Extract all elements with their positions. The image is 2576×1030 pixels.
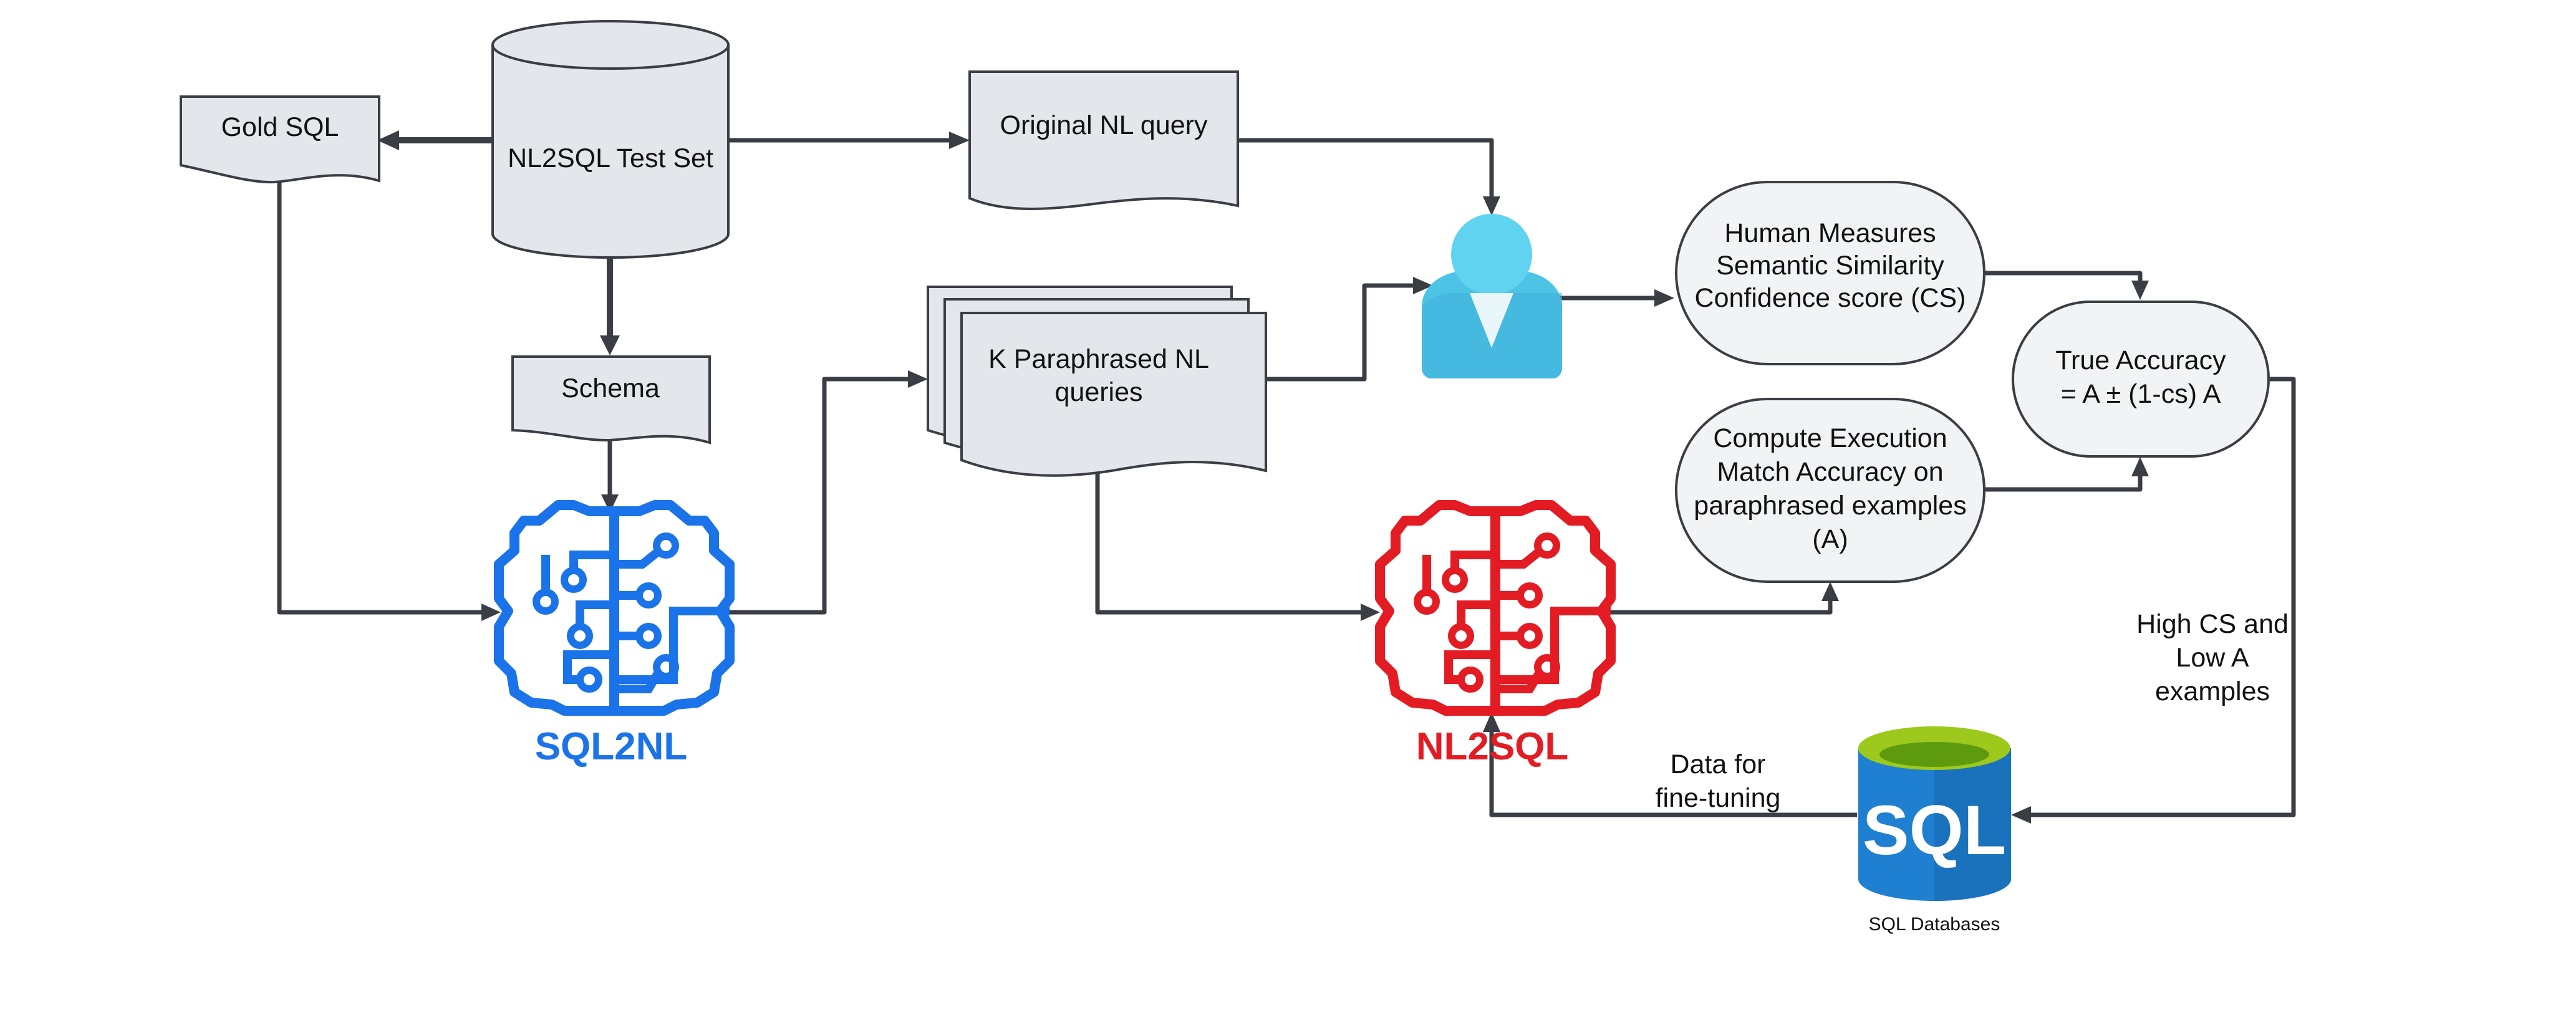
paraphrased-label-line2: queries [1054,377,1142,407]
edge-paraphrased-to-human [1266,283,1414,382]
human-measures-node: Human Measures Semantic Similarity Confi… [1675,181,1985,365]
person-icon [1422,214,1562,378]
arrowhead [2011,806,2031,824]
edge-original-to-human [1238,138,1494,198]
test-set-label: NL2SQL Test Set [508,143,713,173]
paraphrased-queries-node: K Paraphrased NL queries [927,286,1267,477]
high-cs-line2: Low A [2176,643,2249,673]
arrowhead [377,130,399,150]
nl2sql-label: NL2SQL [1416,725,1569,768]
edge-goldsql-to-sql2nl [277,171,483,615]
arrowhead [1654,289,1674,307]
compute-accuracy-line3: paraphrased examples [1694,491,1966,521]
db-icon-text: SQL [1863,791,2006,869]
human-measures-line1: Human Measures [1724,218,1936,248]
arrowhead [481,604,501,621]
edge-true-to-db [2030,377,2296,817]
high-cs-edge-label: High CS and Low A examples [2136,609,2289,706]
high-cs-line1: High CS and [2136,609,2289,639]
edge-db-to-nl2sql [1489,731,1857,817]
true-accuracy-node: True Accuracy = A ± (1-cs) A [2012,301,2270,458]
sql-databases-label: SQL Databases [1869,914,2000,935]
human-measures-line3: Confidence score (CS) [1695,283,1966,313]
gold-sql-node: Gold SQL [180,95,380,184]
nl2sql-brain-icon [1380,505,1611,711]
arrowhead [600,335,620,355]
compute-accuracy-line1: Compute Execution [1713,423,1947,453]
arrowhead [1361,604,1380,621]
arrowhead [2131,457,2149,476]
edge-nl2sql-to-compute [1604,600,1833,615]
original-query-label: Original NL query [1000,110,1208,140]
edge-sql2nl-to-paraphrased [722,377,909,615]
test-set-node: NL2SQL Test Set [491,20,730,259]
compute-accuracy-line4: (A) [1812,524,1848,554]
database-icon: SQL [1858,726,2011,902]
schema-label: Schema [561,373,660,403]
original-query-node: Original NL query [968,70,1239,211]
schema-node: Schema [511,355,711,445]
sql2nl-brain-icon [499,505,730,711]
arrowhead [2131,281,2149,300]
paraphrased-label-line1: K Paraphrased NL [988,344,1209,374]
arrowhead [1413,277,1433,294]
sql2nl-label: SQL2NL [535,725,688,768]
human-measures-line2: Semantic Similarity [1716,251,1944,281]
compute-accuracy-node: Compute Execution Match Accuracy on para… [1675,398,1985,583]
arrowhead [1483,712,1500,732]
edge-paraphrased-to-nl2sql [1095,464,1363,615]
arrowhead [1483,196,1500,216]
high-cs-line3: examples [2155,676,2270,706]
arrowhead [949,132,970,149]
compute-accuracy-line2: Match Accuracy on [1717,457,1943,487]
true-accuracy-line2: = A ± (1-cs) A [2061,379,2221,409]
true-accuracy-line1: True Accuracy [2055,345,2226,375]
arrowhead [601,494,619,513]
edge-compute-to-true [1984,475,2143,492]
gold-sql-label: Gold SQL [221,112,339,142]
arrowhead [908,370,928,388]
edge-measures-to-true [1984,271,2143,282]
fine-tuning-edge-label: Data for fine-tuning [1656,749,1781,813]
arrowhead [1821,582,1839,601]
fine-tuning-line2: fine-tuning [1656,783,1781,813]
fine-tuning-line1: Data for [1671,749,1766,779]
